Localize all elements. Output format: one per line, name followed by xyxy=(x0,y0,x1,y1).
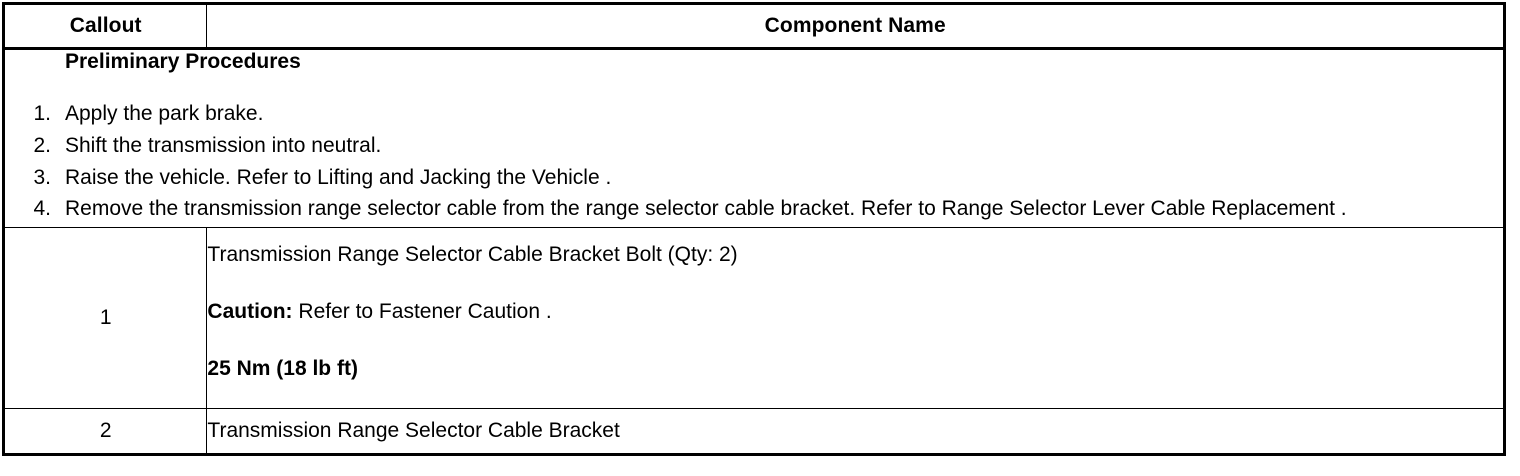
list-item: 1. Apply the park brake. xyxy=(5,100,1503,128)
column-header-callout: Callout xyxy=(2,3,208,50)
component-description-cell: Transmission Range Selector Cable Bracke… xyxy=(206,227,1505,410)
list-item: 3. Raise the vehicle. Refer to Lifting a… xyxy=(5,164,1503,192)
table-row: 2 Transmission Range Selector Cable Brac… xyxy=(2,408,1505,457)
list-item-number: 2. xyxy=(33,133,51,157)
component-callout-table: Callout Component Name Preliminary Proce… xyxy=(2,2,1506,457)
caution-label: Caution: xyxy=(207,300,293,324)
list-item: 4. Remove the transmission range selecto… xyxy=(5,195,1503,223)
callout-number: 1 xyxy=(2,227,208,410)
caution-text: Refer to Fastener Caution . xyxy=(292,300,552,324)
component-name-text: Transmission Range Selector Cable Bracke… xyxy=(207,243,738,267)
table-header-row: Callout Component Name xyxy=(2,3,1505,50)
list-item-number: 3. xyxy=(33,165,51,189)
preliminary-procedures-cell: Preliminary Procedures 1. Apply the park… xyxy=(3,47,1505,229)
list-item-text: Shift the transmission into neutral. xyxy=(65,133,382,157)
preliminary-procedures-row: Preliminary Procedures 1. Apply the park… xyxy=(3,47,1505,229)
preliminary-steps-list: 1. Apply the park brake. 2. Shift the tr… xyxy=(5,100,1503,223)
list-item: 2. Shift the transmission into neutral. xyxy=(5,132,1503,160)
caution-note: Caution: Refer to Fastener Caution . xyxy=(207,299,1503,324)
list-item-text: Remove the transmission range selector c… xyxy=(65,197,1347,221)
callout-number: 2 xyxy=(2,408,208,457)
list-item-text: Apply the park brake. xyxy=(65,102,264,126)
preliminary-procedures-title: Preliminary Procedures xyxy=(65,50,301,73)
list-item-number: 1. xyxy=(33,102,51,126)
component-name-text: Transmission Range Selector Cable Bracke… xyxy=(207,419,620,443)
table-row: 1 Transmission Range Selector Cable Brac… xyxy=(2,227,1505,410)
list-item-number: 4. xyxy=(33,197,51,221)
column-header-component-name: Component Name xyxy=(206,3,1505,50)
list-item-text: Raise the vehicle. Refer to Lifting and … xyxy=(65,165,612,189)
component-description-cell: Transmission Range Selector Cable Bracke… xyxy=(206,408,1505,457)
torque-spec: 25 Nm (18 lb ft) xyxy=(207,357,358,381)
